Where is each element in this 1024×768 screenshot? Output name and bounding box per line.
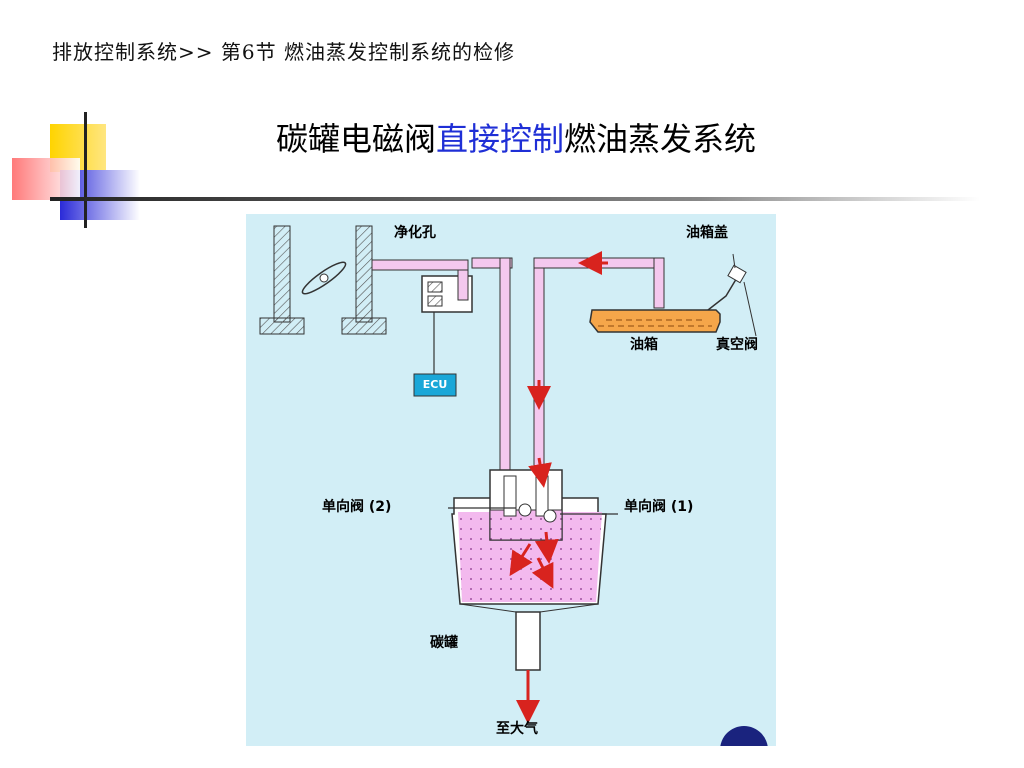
fuel-tank — [589, 253, 757, 337]
corner-decoration — [0, 100, 1024, 230]
title-part1: 碳罐电磁阀 — [276, 120, 437, 158]
breadcrumb: 排放控制系统>> 第6节 燃油蒸发控制系统的检修 — [52, 40, 515, 64]
vacuum-valve-label: 真空阀 — [716, 337, 758, 353]
check-valve-1-label: 单向阀 (1) — [624, 499, 694, 515]
throttle-body — [259, 225, 387, 335]
check-valve-2-label: 单向阀 (2) — [322, 499, 392, 515]
flow-arrows — [509, 251, 608, 724]
purge-port-label: 净化孔 — [394, 225, 436, 241]
to-atmosphere-label: 至大气 — [496, 721, 538, 737]
canister-label: 碳罐 — [430, 635, 458, 651]
purge-solenoid-valve — [421, 269, 473, 374]
ecu-label: ECU — [422, 378, 448, 391]
fuel-tank-label: 油箱 — [630, 337, 658, 353]
charcoal-canister — [448, 469, 618, 671]
title-part2: 燃油蒸发系统 — [564, 120, 757, 158]
title-highlight: 直接控制 — [436, 120, 565, 158]
slide-title: 碳罐电磁阀直接控制燃油蒸发系统 — [276, 114, 756, 160]
ecu-box — [413, 373, 457, 397]
fuel-cap-label: 油箱盖 — [686, 225, 728, 241]
evap-system-diagram: ECU 净化孔 油箱盖 油箱 真空阀 单向阀 (2) 单向阀 (1) 碳罐 至大… — [246, 214, 776, 746]
